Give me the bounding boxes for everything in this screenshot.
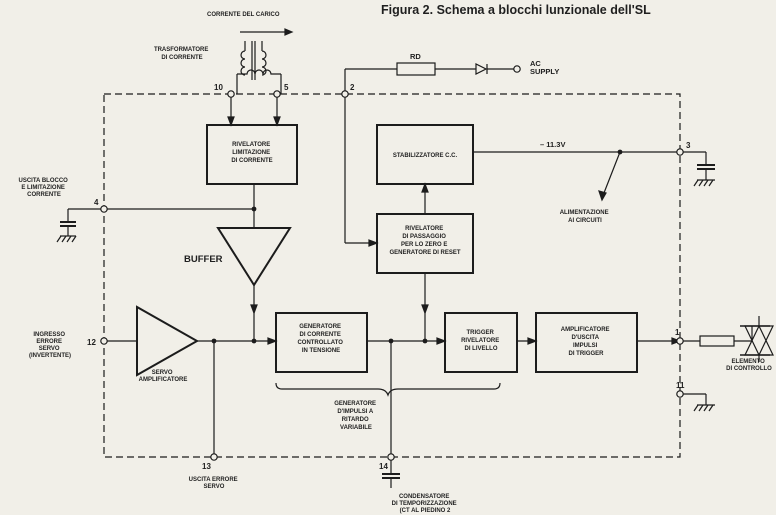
pin-4-terminal xyxy=(100,205,108,213)
ac-supply-label: AC SUPPLY xyxy=(530,59,559,76)
block-text-line: DI CORRENTE xyxy=(231,158,272,164)
ingresso-line: SERVO xyxy=(39,346,60,352)
block-text-line: DI PASSAGGIO xyxy=(402,234,446,240)
condensatore-line: DI TEMPORIZZAZIONE xyxy=(392,501,457,507)
alimentazione-line: ALIMENTAZIONE xyxy=(560,210,609,216)
pin-11-label: 11 xyxy=(676,381,685,390)
trasformatore-line: TRASFORMATORE xyxy=(154,47,208,53)
gen-impulsi-line: RITARDO xyxy=(342,417,369,423)
ingresso-label: INGRESSO ERRORE SERVO (INVERTENTE) xyxy=(29,332,71,359)
pin-1-terminal xyxy=(676,337,684,345)
block-text-line: DI LIVELLO xyxy=(465,346,498,352)
rd-label: RD xyxy=(410,52,421,61)
ingresso-line: ERRORE xyxy=(36,339,62,345)
block-text-line: CONTROLLATO xyxy=(297,340,343,346)
pin-14-terminal xyxy=(387,453,395,461)
block-text-line: PER LO ZERO E xyxy=(401,242,447,248)
ac-supply-line: AC xyxy=(530,59,541,68)
block-rivelatore-passaggio-label: RIVELATORE DI PASSAGGIO PER LO ZERO E GE… xyxy=(389,226,460,256)
block-text-line: DI CORRENTE xyxy=(299,332,340,338)
block-text-line: STABILIZZATORE C.C. xyxy=(393,153,458,159)
block-text-line: RIVELATORE xyxy=(405,226,443,232)
block-rivelatore-limitazione-label: RIVELATORE LIMITAZIONE DI CORRENTE xyxy=(231,142,272,164)
servo-amplifier-triangle xyxy=(136,305,200,377)
figure-title: Figura 2. Schema a blocchi lunzionale de… xyxy=(381,3,651,17)
uscita-blocco-line: USCITA BLOCCO xyxy=(18,178,68,184)
block-amplificatore-uscita-label: AMPLIFICATORE D'USCITA IMPULSI DI TRIGGE… xyxy=(561,327,611,357)
gen-impulsi-label: GENERATORE D'IMPULSI A RITARDO VARIABILE xyxy=(334,401,377,431)
alimentazione-label: ALIMENTAZIONE AI CIRCUITI xyxy=(560,210,611,224)
servo-amplificatore-line: AMPLIFICATORE xyxy=(139,377,188,383)
block-text-line: AMPLIFICATORE xyxy=(561,327,610,333)
block-generatore-corrente xyxy=(275,312,368,373)
pin-13-label: 13 xyxy=(202,462,211,471)
block-rivelatore-limitazione xyxy=(206,124,298,185)
block-text-line: GENERATORE DI RESET xyxy=(389,250,460,256)
buffer-triangle xyxy=(216,227,292,287)
block-text-line: IMPULSI xyxy=(573,343,598,349)
servo-amplificatore-label: SERVO AMPLIFICATORE xyxy=(139,370,188,383)
pin-2-terminal xyxy=(341,90,349,98)
pin-3-terminal xyxy=(676,148,684,156)
block-text-line: IN TENSIONE xyxy=(302,348,340,354)
block-text-line: LIMITAZIONE xyxy=(232,150,270,156)
uscita-errore-label: USCITA ERRORE SERVO xyxy=(189,477,240,490)
block-text-line: TRIGGER xyxy=(466,330,494,336)
pin-3-label: 3 xyxy=(686,141,691,150)
block-amplificatore-uscita xyxy=(535,312,638,373)
pin-4-label: 4 xyxy=(94,198,99,207)
pin-10-label: 10 xyxy=(214,83,223,92)
pin-2-label: 2 xyxy=(350,83,355,92)
block-text-line: GENERATORE xyxy=(299,324,341,330)
block-generatore-corrente-label: GENERATORE DI CORRENTE CONTROLLATO IN TE… xyxy=(297,324,344,354)
uscita-blocco-line: E LIMITAZIONE xyxy=(21,185,65,191)
uscita-errore-line: SERVO xyxy=(204,484,225,490)
gen-impulsi-line: GENERATORE xyxy=(334,401,376,407)
condensatore-line: (CT AL PIEDINO 2 xyxy=(400,508,451,514)
pin-12-terminal xyxy=(100,337,108,345)
pin-1-label: 1 xyxy=(675,328,680,337)
elemento-label: ELEMENTO DI CONTROLLO xyxy=(726,359,772,372)
voltage-label: – 11.3V xyxy=(540,140,565,149)
block-stabilizzatore-label: STABILIZZATORE C.C. xyxy=(393,153,458,159)
block-trigger-label: TRIGGER RIVELATORE DI LIVELLO xyxy=(461,330,501,352)
pin-10-terminal xyxy=(227,90,235,98)
pin-13-terminal xyxy=(210,453,218,461)
pin-14-label: 14 xyxy=(379,462,388,471)
alimentazione-line: AI CIRCUITI xyxy=(568,218,602,224)
uscita-blocco-label: USCITA BLOCCO E LIMITAZIONE CORRENTE xyxy=(18,178,69,198)
block-text-line: RIVELATORE xyxy=(461,338,499,344)
block-text-line: RIVELATORE xyxy=(232,142,270,148)
corrente-carico-label: CORRENTE DEL CARICO xyxy=(207,12,280,18)
ac-supply-terminal xyxy=(513,65,521,73)
gen-impulsi-line: D'IMPULSI A xyxy=(337,409,374,415)
ic-boundary xyxy=(103,93,681,458)
ingresso-line: INGRESSO xyxy=(33,332,65,338)
pin-5-terminal xyxy=(273,90,281,98)
pin-11-terminal xyxy=(676,390,684,398)
buffer-label: BUFFER xyxy=(184,254,223,265)
ingresso-line: (INVERTENTE) xyxy=(29,353,71,359)
trasformatore-label: TRASFORMATORE DI CORRENTE xyxy=(154,47,210,61)
condensatore-label: CONDENSATORE DI TEMPORIZZAZIONE (CT AL P… xyxy=(392,494,459,514)
uscita-blocco-line: CORRENTE xyxy=(27,192,61,198)
elemento-line: ELEMENTO xyxy=(732,359,766,365)
pin-12-label: 12 xyxy=(87,338,96,347)
pin-5-label: 5 xyxy=(284,83,289,92)
servo-amplificatore-line: SERVO xyxy=(152,370,173,376)
uscita-errore-line: USCITA ERRORE xyxy=(189,477,238,483)
block-text-line: DI TRIGGER xyxy=(568,351,604,357)
trasformatore-line: DI CORRENTE xyxy=(161,55,202,61)
condensatore-line: CONDENSATORE xyxy=(399,494,449,500)
gen-impulsi-line: VARIABILE xyxy=(340,425,372,431)
block-trigger xyxy=(444,312,518,373)
ac-supply-line: SUPPLY xyxy=(530,67,559,76)
block-text-line: D'USCITA xyxy=(571,335,599,341)
elemento-line: DI CONTROLLO xyxy=(726,366,772,372)
